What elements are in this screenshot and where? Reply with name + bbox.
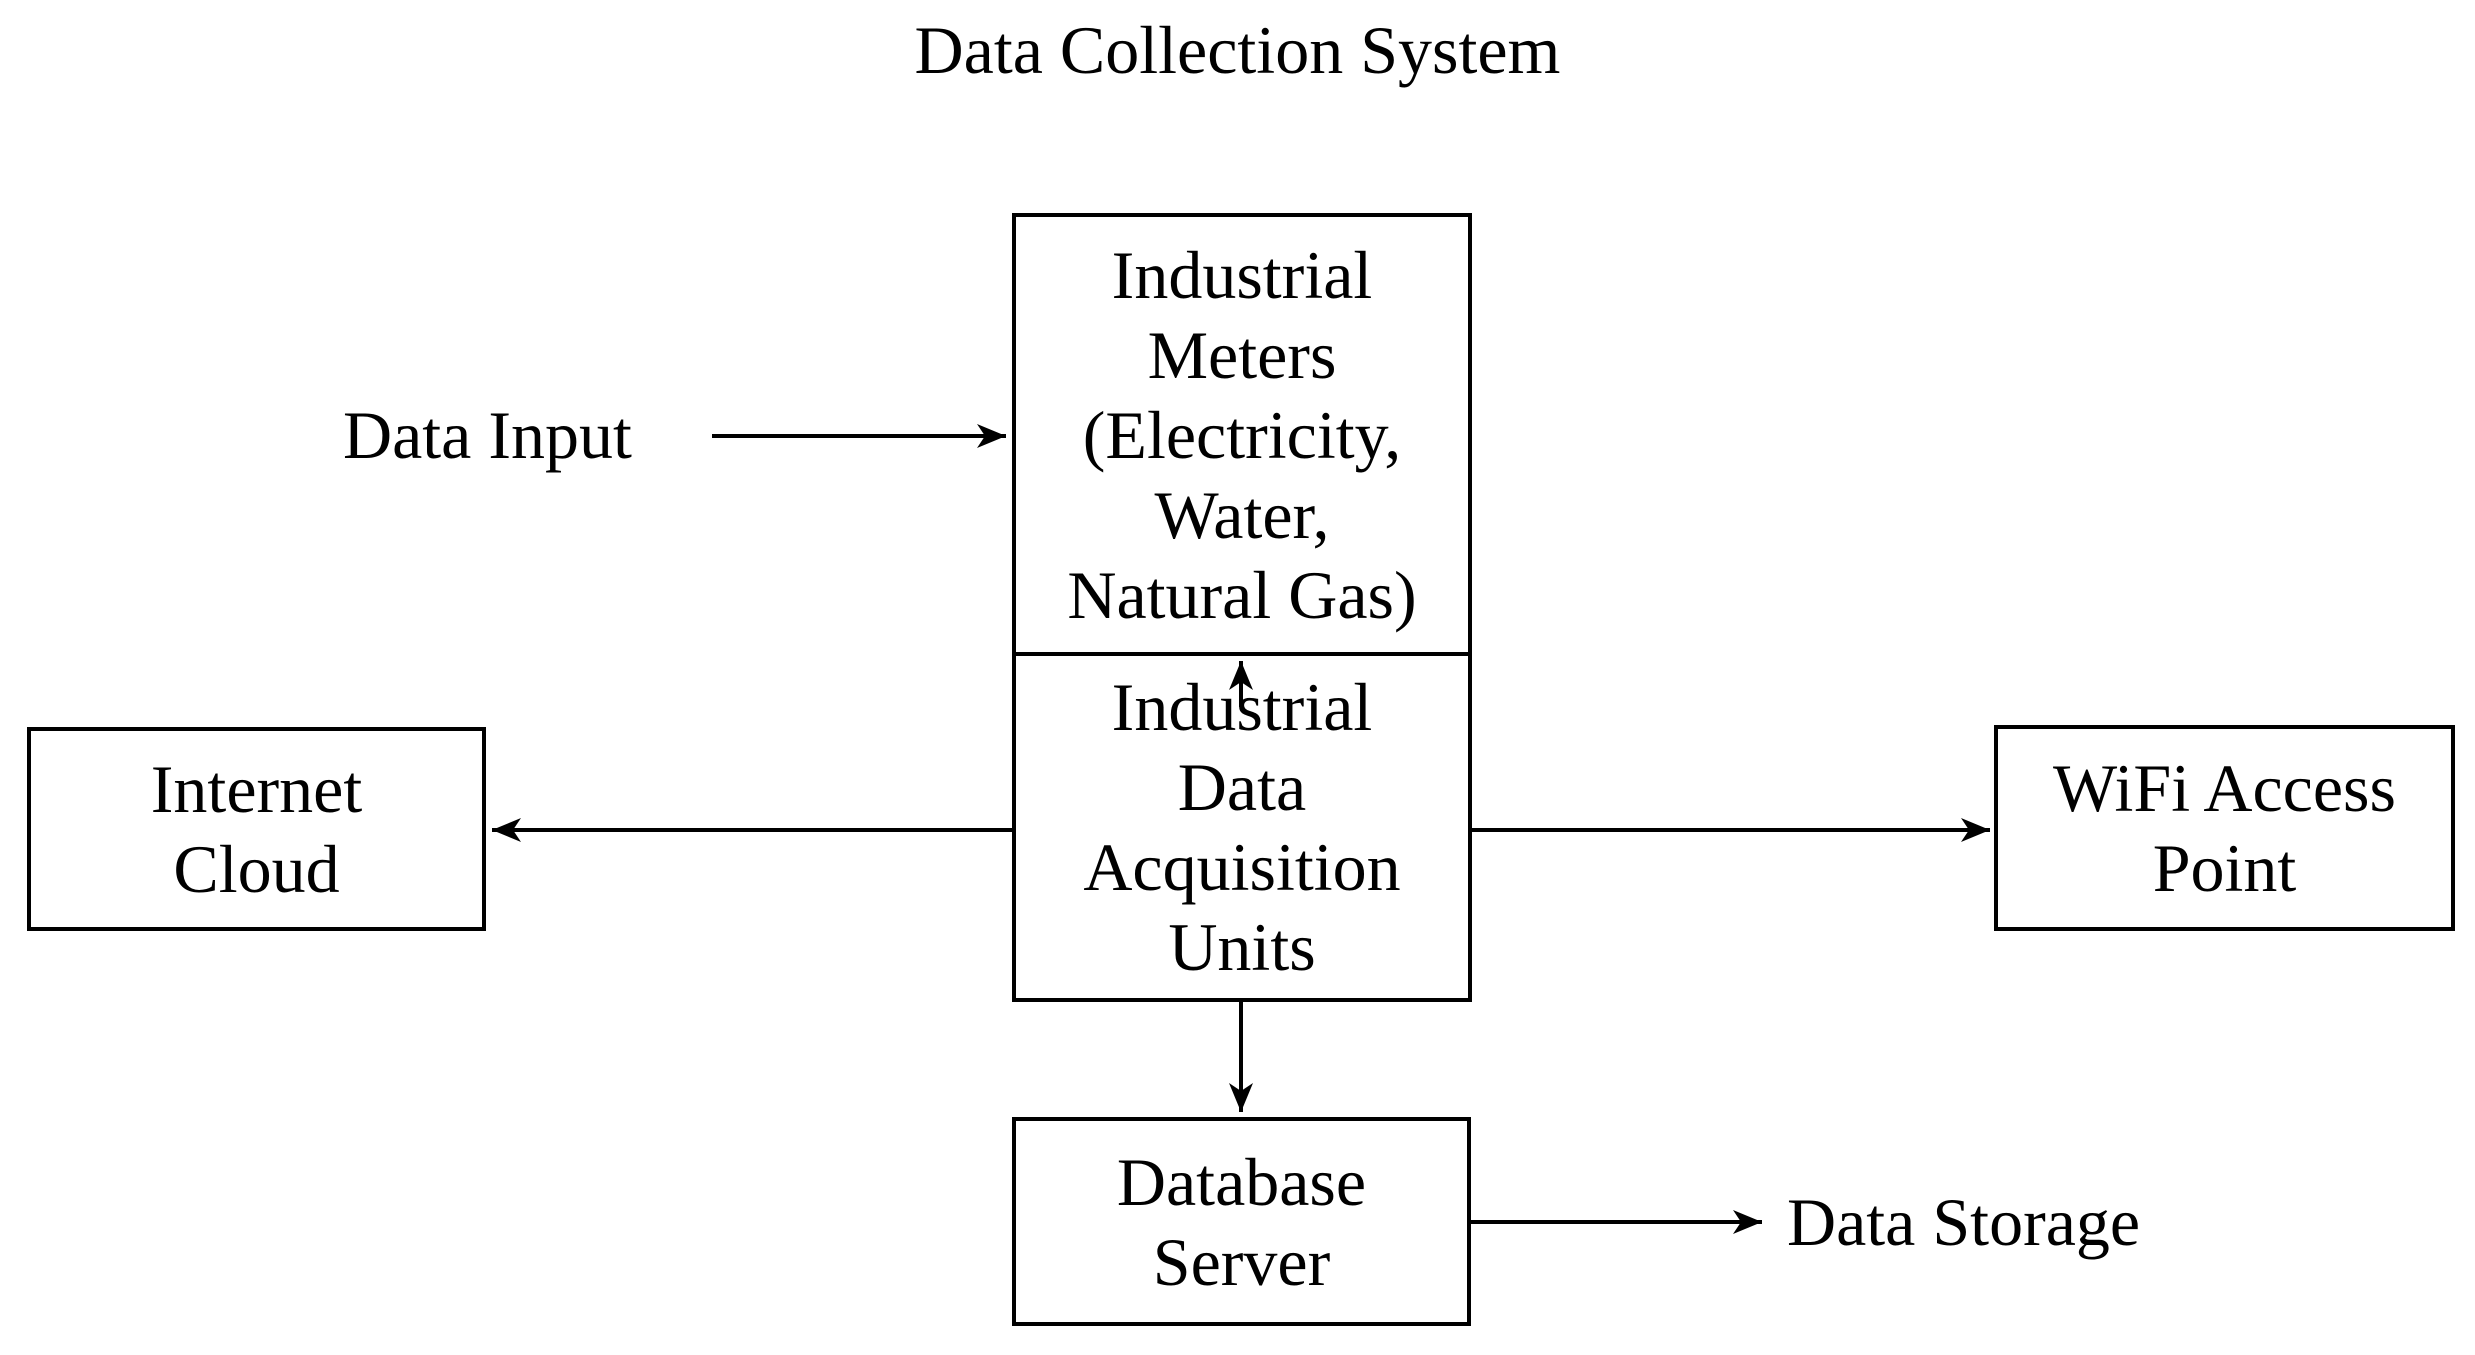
label-data-storage: Data Storage: [1787, 1184, 2141, 1260]
node-database-server-label: Database Server: [1116, 1143, 1367, 1300]
node-database-server: Database Server: [1012, 1117, 1471, 1326]
node-industrial-data-acquisition-units: Industrial Data Acquisition Units: [1012, 656, 1472, 1002]
node-industrial-meters: Industrial Meters (Electricity, Water, N…: [1012, 213, 1472, 656]
node-daq-units-label: Industrial Data Acquisition Units: [1083, 669, 1401, 985]
node-internet-cloud: Internet Cloud: [27, 727, 486, 931]
node-industrial-meters-label: Industrial Meters (Electricity, Water, N…: [1067, 236, 1417, 633]
label-data-input: Data Input: [343, 397, 632, 473]
node-wifi-access-point-label: WiFi Access Point: [2053, 750, 2396, 906]
node-internet-cloud-label: Internet Cloud: [150, 751, 363, 907]
node-wifi-access-point: WiFi Access Point: [1994, 725, 2455, 931]
diagram-title: Data Collection System: [914, 12, 1561, 88]
